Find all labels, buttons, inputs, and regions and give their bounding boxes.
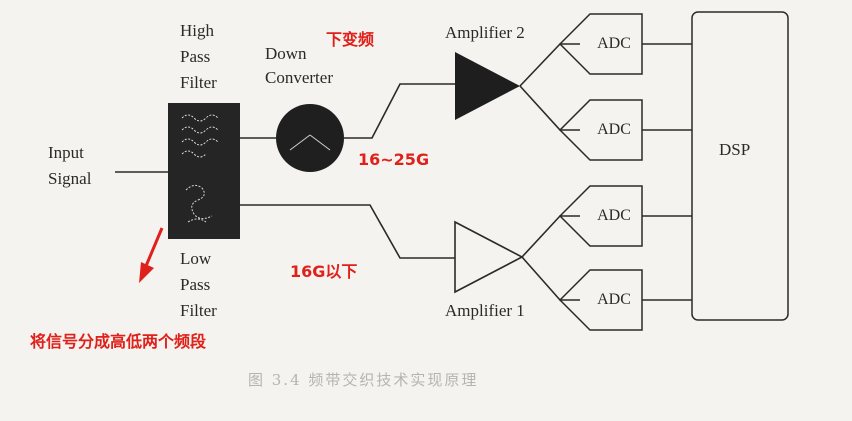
adc-3-label: ADC: [597, 207, 631, 224]
amp2-to-adc2-line: [519, 85, 580, 131]
low-pass-filter-label: Low Pass Filter: [180, 246, 217, 324]
converter-to-amp2-line: [344, 83, 455, 139]
adc-1-label: ADC: [597, 35, 631, 52]
high-band-note: 16~25G: [358, 150, 430, 169]
mixer-x-2: [309, 134, 331, 151]
lpf-line-1: Low: [180, 249, 212, 268]
figure-caption: 图 3.4 频带交织技术实现原理: [248, 371, 479, 389]
hpf-line-3: Filter: [180, 73, 217, 92]
annotation-arrowhead: [139, 262, 154, 283]
split-band-note: 将信号分成高低两个频段: [30, 332, 207, 351]
adc-2-label: ADC: [597, 121, 631, 138]
input-signal-label: Input Signal: [48, 140, 91, 192]
lpf-line-3: Filter: [180, 301, 217, 320]
lpf-symbol: [185, 184, 213, 223]
high-pass-filter-label: High Pass Filter: [180, 18, 217, 96]
low-band-note: 16G以下: [290, 262, 358, 281]
input-signal-line-2: Signal: [48, 169, 92, 188]
hpf-line-1: High: [180, 21, 214, 40]
amplifier-2-triangle: [455, 52, 520, 120]
dsp-label: DSP: [719, 140, 751, 159]
lpf-line-2: Pass: [180, 275, 211, 294]
down-converter-line-2: Converter: [265, 68, 333, 87]
dsp-block: [691, 11, 789, 321]
adc-4-label: ADC: [597, 291, 631, 308]
annotation-arrow-line: [144, 227, 164, 267]
amplifier-2-label: Amplifier 2: [445, 23, 525, 42]
amplifier-1-label: Amplifier 1: [445, 301, 525, 320]
amp2-to-adc1-line: [519, 43, 580, 87]
mixer-x-1: [289, 134, 311, 151]
lpf-to-amp1-line: [240, 204, 455, 259]
down-converter-line-1: Down: [265, 44, 307, 63]
down-converter-circle: [276, 104, 344, 172]
hpf-line-2: Pass: [180, 47, 211, 66]
amp1-to-adc4-line: [521, 256, 580, 301]
down-converter-label: Down Converter: [265, 42, 333, 90]
down-converter-cn-note: 下变频: [326, 30, 375, 49]
filter-block: [168, 103, 240, 239]
input-signal-line-1: Input: [48, 143, 84, 162]
amp1-to-adc3-line: [521, 215, 580, 258]
amplifier-1-triangle: [454, 220, 524, 294]
